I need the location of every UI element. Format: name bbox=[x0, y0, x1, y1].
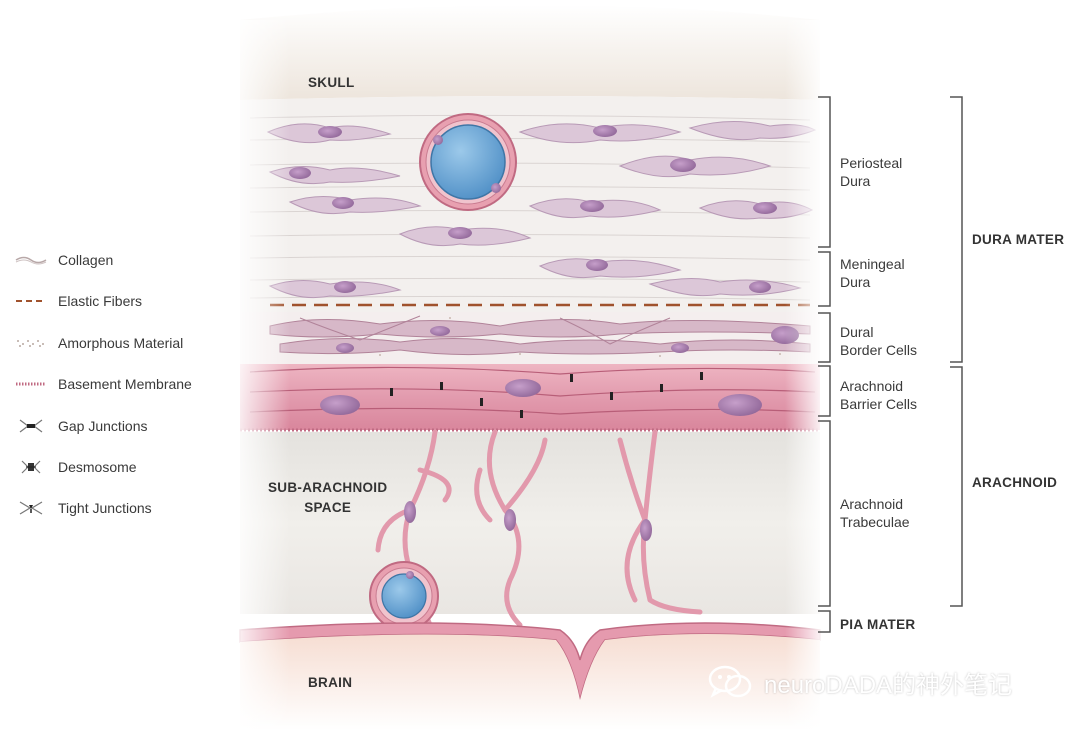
watermark-text: neuroDADA的神外笔记 bbox=[764, 671, 1013, 699]
layer-label-meningeal-dura: Meningeal Dura bbox=[840, 256, 905, 290]
arachnoid-barrier-layer bbox=[240, 364, 820, 430]
layer-label-periosteal-dura: Periosteal Dura bbox=[840, 155, 903, 189]
fibroblast-cell bbox=[528, 198, 662, 219]
watermark: neuroDADA的神外笔记 bbox=[708, 664, 1012, 700]
fibroblast-cells bbox=[266, 121, 817, 299]
legend-item-collagen: Collagen bbox=[14, 250, 113, 270]
legend-label: Tight Junctions bbox=[58, 500, 152, 516]
legend-item-tight-junctions: Tight Junctions bbox=[14, 498, 152, 518]
amorphous-material-icon bbox=[17, 340, 44, 347]
legend-item-amorphous-material: Amorphous Material bbox=[14, 333, 183, 353]
basement-membrane-icon bbox=[16, 382, 46, 386]
dural-blood-vessel bbox=[419, 113, 517, 211]
legend-item-desmosome: Desmosome bbox=[14, 457, 137, 477]
group-label-dura-mater: DURA MATER bbox=[972, 232, 1065, 247]
layer-label-arachnoid-trabeculae: Arachnoid Trabeculae bbox=[840, 496, 910, 530]
legend-label: Elastic Fibers bbox=[58, 293, 143, 309]
fibroblast-cell bbox=[398, 226, 532, 247]
barrier-cell-nucleus bbox=[718, 394, 762, 416]
collagen-icon bbox=[15, 256, 47, 265]
legend-label: Basement Membrane bbox=[58, 376, 192, 392]
group-label-arachnoid: ARACHNOID bbox=[972, 475, 1058, 490]
desmosome-icon bbox=[21, 460, 41, 474]
subarachnoid-space-label: SUB-ARACHNOID SPACE bbox=[268, 480, 388, 515]
legend-label: Desmosome bbox=[58, 459, 137, 475]
legend-label: Amorphous Material bbox=[58, 335, 184, 351]
chat-bubble-icon bbox=[708, 665, 752, 698]
tight-junctions-icon bbox=[19, 501, 43, 515]
fibroblast-cell bbox=[698, 200, 814, 220]
subarachnoid-space bbox=[240, 432, 820, 614]
brain-label: BRAIN bbox=[308, 675, 353, 690]
brain-surface bbox=[240, 634, 820, 730]
skull-layer bbox=[240, 5, 820, 100]
fibroblast-cell bbox=[268, 166, 401, 185]
skull-label: SKULL bbox=[308, 75, 355, 90]
barrier-cell-nucleus bbox=[320, 395, 360, 415]
junction-marks bbox=[390, 372, 703, 418]
fibroblast-cell bbox=[288, 196, 422, 215]
fibroblast-cell bbox=[268, 280, 402, 299]
dural-border-nucleus bbox=[430, 326, 450, 336]
legend-item-elastic-fibers: Elastic Fibers bbox=[14, 291, 142, 311]
elastic-fibers-icon bbox=[16, 300, 46, 302]
legend-item-basement-membrane: Basement Membrane bbox=[14, 374, 192, 394]
group-label-pia-mater: PIA MATER bbox=[840, 617, 916, 632]
layer-brackets bbox=[818, 96, 963, 633]
fibroblast-cell bbox=[538, 258, 682, 279]
subarachnoid-blood-vessel bbox=[369, 561, 439, 631]
fibroblast-cell bbox=[266, 123, 392, 144]
barrier-cell-nucleus bbox=[505, 379, 541, 397]
legend-label: Collagen bbox=[58, 252, 114, 268]
dural-border-nucleus bbox=[671, 343, 689, 353]
dural-border-nucleus bbox=[336, 343, 354, 353]
trabecular-nuclei bbox=[404, 501, 652, 541]
legend-item-gap-junctions: Gap Junctions bbox=[14, 416, 148, 436]
fibroblast-cell bbox=[618, 155, 772, 178]
fibroblast-cell bbox=[518, 123, 682, 144]
legend-label: Gap Junctions bbox=[58, 418, 148, 434]
layer-label-dural-border-cells: Dural Border Cells bbox=[840, 324, 918, 358]
layer-label-arachnoid-barrier-cells: Arachnoid Barrier Cells bbox=[840, 378, 918, 412]
gap-junctions-icon bbox=[19, 419, 43, 433]
